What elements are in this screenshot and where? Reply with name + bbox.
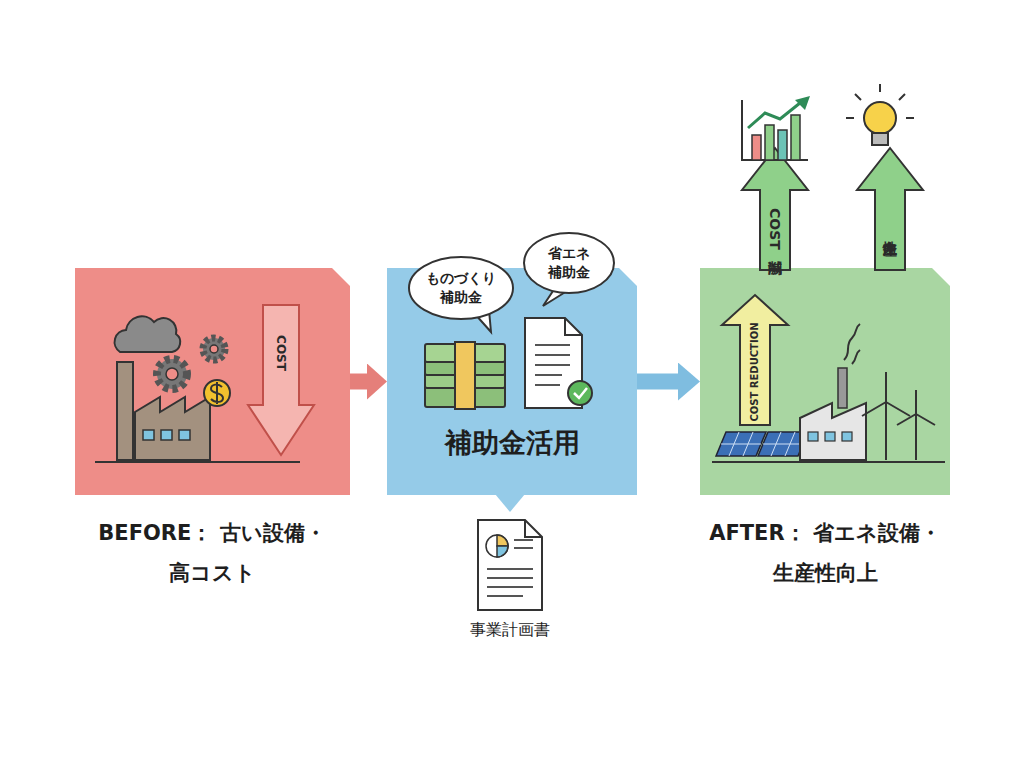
box-title: 補助金活用 <box>387 426 637 460</box>
box-heading: BEFORE： 古い設備・高コスト <box>97 513 327 593</box>
callout-tail <box>495 494 525 512</box>
coin <box>204 380 230 406</box>
speech-bubble: 省エネ 補助金 <box>523 232 615 294</box>
factory-body <box>135 397 210 460</box>
bubble-text: 省エネ 補助金 <box>537 244 601 282</box>
gear-hub <box>166 368 178 380</box>
pie-chart <box>486 535 508 557</box>
chart-axes <box>742 100 808 160</box>
solar-panel-grid <box>721 432 761 456</box>
banknote <box>425 385 505 407</box>
box-outline <box>75 268 350 495</box>
chimney <box>838 368 847 408</box>
subsidy-illustration <box>425 318 592 512</box>
document-fold <box>525 520 542 537</box>
bubble-outline <box>523 232 615 294</box>
document-page <box>478 520 542 610</box>
box-fill <box>700 268 950 495</box>
green-factory-illustration <box>712 84 945 462</box>
old-factory-illustration <box>95 305 314 462</box>
flow-arrow <box>637 374 678 390</box>
document-lines <box>487 540 533 596</box>
chart-bar <box>765 125 774 160</box>
document-caption: 事業計画書 <box>445 619 575 641</box>
document-icon <box>525 318 582 408</box>
smoke-cloud <box>115 316 181 352</box>
bulb-base <box>872 133 888 145</box>
light-bulb <box>864 102 896 134</box>
factory-body <box>800 403 866 460</box>
speech-bubble: ものづくり 補助金 <box>408 256 514 320</box>
banknote <box>425 359 505 375</box>
ground-line <box>712 461 945 463</box>
bubble-ellipse <box>524 233 614 293</box>
check-mark <box>574 388 587 398</box>
chart-bar <box>791 115 800 160</box>
factory-window <box>143 430 154 440</box>
business-plan-document: 事業計画書 <box>465 515 555 650</box>
wind-turbine <box>862 372 910 460</box>
bubble-outline <box>408 256 514 320</box>
cost-reduction-arrow <box>722 295 788 425</box>
solar-panel-grid <box>763 432 803 456</box>
gear-hub <box>210 345 218 353</box>
document-lines <box>535 345 570 385</box>
gear <box>157 359 187 389</box>
banknote <box>425 344 505 362</box>
document-fold <box>565 318 582 335</box>
gear <box>203 338 225 360</box>
box-heading: AFTER： 省エネ設備・生産性向上 <box>695 513 955 593</box>
factory-window <box>179 430 190 440</box>
pie-slice <box>497 535 508 546</box>
flow-arrow <box>350 374 367 390</box>
trend-arrowhead <box>795 96 810 110</box>
check-badge <box>568 381 592 405</box>
before-box: BEFORE： 古い設備・高コスト <box>75 268 350 495</box>
solar-panel <box>758 432 808 456</box>
chart-bar <box>752 135 761 160</box>
dollar-symbol <box>211 382 223 404</box>
up-arrow <box>857 148 923 270</box>
banknote <box>425 372 505 388</box>
factory-window <box>842 432 852 441</box>
after-box: AFTER： 省エネ設備・生産性向上 <box>700 268 950 495</box>
factory-window <box>161 430 172 440</box>
up-arrow <box>742 148 808 270</box>
bubble-text: ものづくり 補助金 <box>420 269 502 307</box>
box-outline <box>700 268 950 495</box>
light-rays <box>846 84 914 118</box>
cost-down-arrow <box>248 305 314 455</box>
trend-line <box>748 103 800 128</box>
ground-line <box>95 461 300 463</box>
wind-turbine <box>897 390 935 460</box>
solar-panel <box>716 432 766 456</box>
chart-bar <box>778 130 787 160</box>
box-fill <box>75 268 350 495</box>
factory-window <box>825 432 835 441</box>
factory-window <box>808 432 818 441</box>
money-band <box>455 342 475 409</box>
pie-slice <box>497 546 508 557</box>
bubble-ellipse <box>409 257 513 319</box>
smoke <box>844 324 860 364</box>
subsidy-box: 補助金活用ものづくり 補助金省エネ 補助金 <box>387 268 637 495</box>
chimney <box>117 362 133 460</box>
arrow-label: COST削減 <box>768 208 782 250</box>
